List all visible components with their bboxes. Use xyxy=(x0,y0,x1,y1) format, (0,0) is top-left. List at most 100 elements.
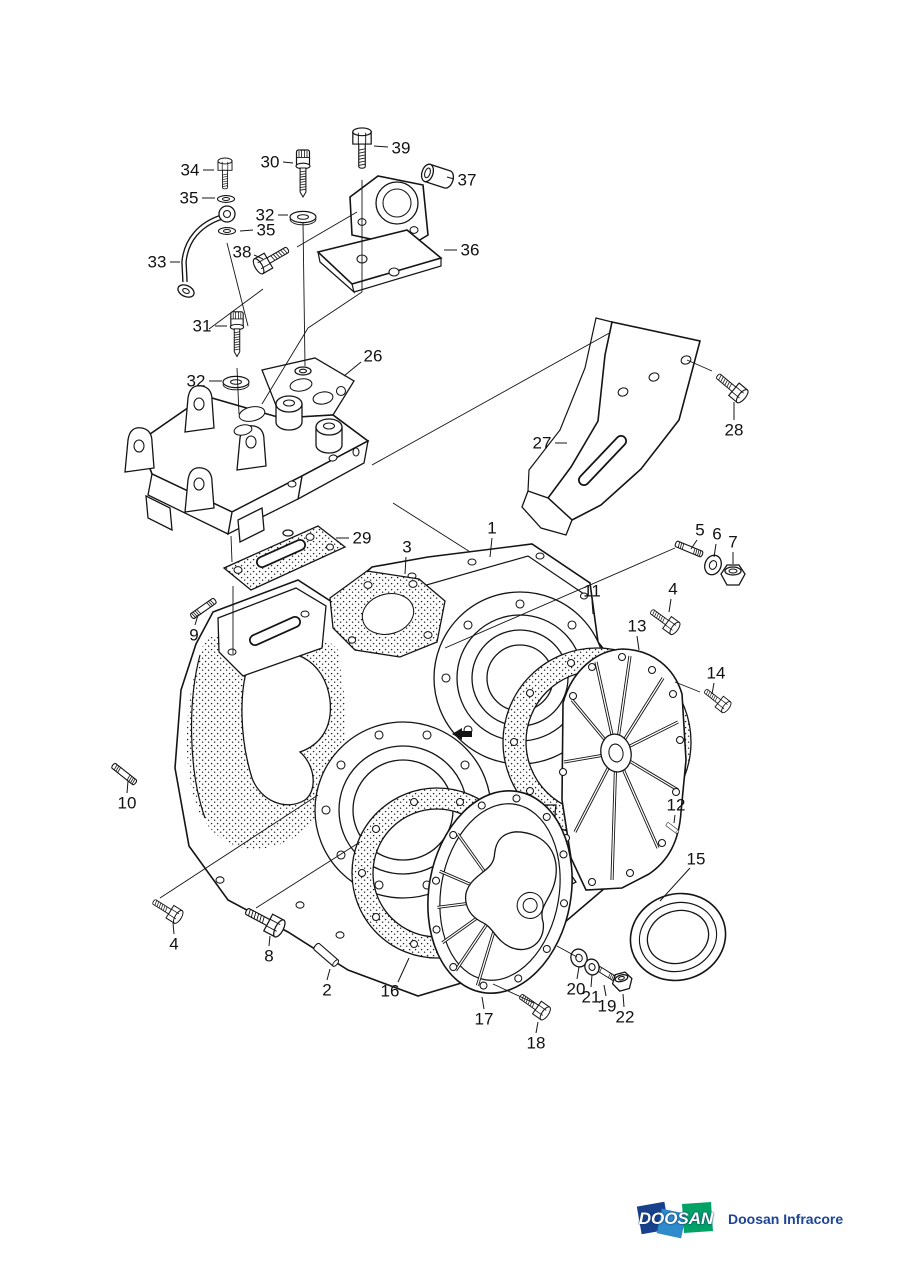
callout-33: 33 xyxy=(148,253,167,272)
callout-leader-11 xyxy=(591,600,594,615)
callout-20: 20 xyxy=(567,980,586,999)
bolt-4-left xyxy=(149,894,186,926)
washer-20 xyxy=(570,948,588,968)
callout-7: 7 xyxy=(728,533,737,552)
assembly-lines-top xyxy=(159,180,701,1004)
callout-19: 19 xyxy=(598,997,617,1016)
callout-leader-4 xyxy=(172,922,175,935)
bolt-31 xyxy=(229,311,245,358)
callout-27: 27 xyxy=(533,434,552,453)
callout-3: 3 xyxy=(402,538,411,557)
washer-6 xyxy=(704,554,722,576)
part-bushing-37 xyxy=(420,163,455,189)
callout-leader-21 xyxy=(590,974,593,988)
bolt-38 xyxy=(250,241,293,277)
callout-leader-20 xyxy=(576,966,580,980)
callout-leader-30 xyxy=(282,161,294,164)
callout-21: 21 xyxy=(582,988,601,1007)
fasteners xyxy=(110,127,751,1023)
callout-10: 10 xyxy=(118,794,137,813)
part-oil-seal-15 xyxy=(629,892,727,982)
callout-32: 32 xyxy=(187,372,206,391)
part-lower-cover-17 xyxy=(427,789,573,995)
part-bracket-36 xyxy=(316,175,443,294)
callout-11: 11 xyxy=(583,582,601,601)
callout-35: 35 xyxy=(180,189,199,208)
callout-leader-10 xyxy=(126,780,129,794)
bolt-28 xyxy=(711,368,751,406)
callout-leader-35 xyxy=(239,229,254,232)
callout-leader-22 xyxy=(622,993,625,1008)
logo-company-name: Doosan Infracore xyxy=(728,1211,844,1227)
callout-29: 29 xyxy=(353,529,372,548)
stud-10 xyxy=(110,762,138,786)
callout-leader-12 xyxy=(673,814,676,824)
part-gasket-3 xyxy=(329,570,446,658)
stud-5 xyxy=(673,540,705,558)
callout-16: 16 xyxy=(381,982,400,1001)
callout-leader-18 xyxy=(535,1021,539,1034)
callout-leader-3 xyxy=(404,556,407,575)
callout-28: 28 xyxy=(725,421,744,440)
callout-leader-13 xyxy=(636,635,640,651)
callout-leader-19 xyxy=(603,984,607,997)
callout-12: 12 xyxy=(667,796,686,815)
part-support-bracket-27 xyxy=(521,317,713,536)
doosan-logo: DOOSAN Doosan Infracore xyxy=(636,1198,897,1244)
bolt-30 xyxy=(295,149,311,198)
callout-leader-39 xyxy=(373,145,389,148)
callout-32: 32 xyxy=(256,206,275,225)
callout-1: 1 xyxy=(487,519,496,538)
washer-21 xyxy=(584,958,600,976)
callout-13: 13 xyxy=(628,617,647,636)
washer-35a xyxy=(216,195,236,203)
callout-leader-38 xyxy=(253,254,264,260)
callout-37: 37 xyxy=(458,171,477,190)
callout-leader-1 xyxy=(489,537,493,558)
bolt-18 xyxy=(515,989,553,1023)
part-front-cover-13 xyxy=(558,648,687,891)
callout-17: 17 xyxy=(475,1010,494,1029)
callout-15: 15 xyxy=(687,850,706,869)
callout-5: 5 xyxy=(695,521,704,540)
nut-7 xyxy=(720,564,746,586)
callout-2: 2 xyxy=(322,981,331,1000)
washer-32b xyxy=(222,375,250,391)
bolt-14 xyxy=(700,684,734,715)
part-pipe-33 xyxy=(177,205,236,298)
washer-35b xyxy=(217,227,237,235)
part-mounting-block-26 xyxy=(124,357,370,544)
logo-wordmark: DOOSAN xyxy=(638,1209,714,1228)
callout-9: 9 xyxy=(189,626,198,645)
callout-39: 39 xyxy=(392,139,411,158)
callout-22: 22 xyxy=(616,1008,635,1027)
callout-18: 18 xyxy=(527,1034,546,1053)
callout-leader-9 xyxy=(194,614,199,626)
callout-leader-26 xyxy=(343,361,362,377)
callout-leader-6 xyxy=(713,543,717,558)
callout-8: 8 xyxy=(264,947,273,966)
callout-31: 31 xyxy=(193,317,212,336)
callout-14: 14 xyxy=(707,664,726,683)
callout-leader-8 xyxy=(268,935,271,947)
bolt-39 xyxy=(352,127,372,169)
callout-35: 35 xyxy=(257,221,276,240)
callout-26: 26 xyxy=(364,347,383,366)
callout-38: 38 xyxy=(233,243,252,262)
bolt-34 xyxy=(217,157,233,190)
callout-leader-37 xyxy=(446,176,455,180)
callout-leader-4 xyxy=(668,598,672,613)
callout-4: 4 xyxy=(169,935,178,954)
callout-4: 4 xyxy=(668,580,677,599)
callout-6: 6 xyxy=(712,525,721,544)
callout-34: 34 xyxy=(181,161,200,180)
part-gasket-29 xyxy=(222,525,347,591)
callout-30: 30 xyxy=(261,153,280,172)
callout-leader-16 xyxy=(397,957,410,983)
bolt-4-right xyxy=(646,604,683,637)
callout-leader-5 xyxy=(690,539,698,550)
callout-36: 36 xyxy=(461,241,480,260)
